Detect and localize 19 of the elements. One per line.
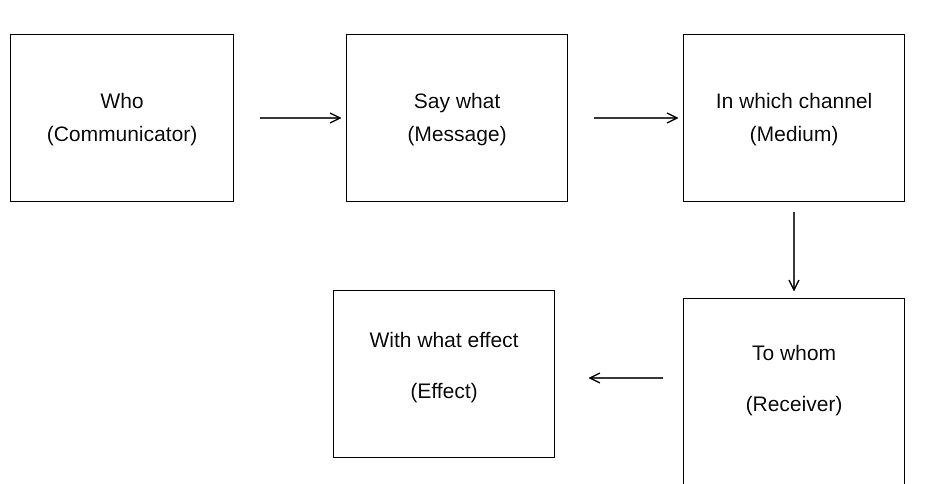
box-text: (Medium) xyxy=(750,122,838,148)
arrow xyxy=(594,112,678,124)
box-text: (Message) xyxy=(407,122,507,148)
arrow xyxy=(589,372,663,384)
process-box xyxy=(10,34,234,202)
process-box xyxy=(683,34,905,202)
box-text: With what effect xyxy=(369,328,518,353)
box-text: Say what xyxy=(414,88,500,114)
arrow xyxy=(260,112,341,124)
process-box xyxy=(683,298,905,484)
box-text: To whom xyxy=(752,340,836,366)
box-text: (Effect) xyxy=(410,379,478,404)
box-text: Who xyxy=(100,88,144,114)
box-text: (Communicator) xyxy=(46,122,198,148)
box-text: In which channel xyxy=(716,88,872,114)
process-box xyxy=(346,34,568,202)
box-text: (Receiver) xyxy=(746,392,842,418)
process-box xyxy=(333,290,555,458)
arrow xyxy=(788,212,800,291)
